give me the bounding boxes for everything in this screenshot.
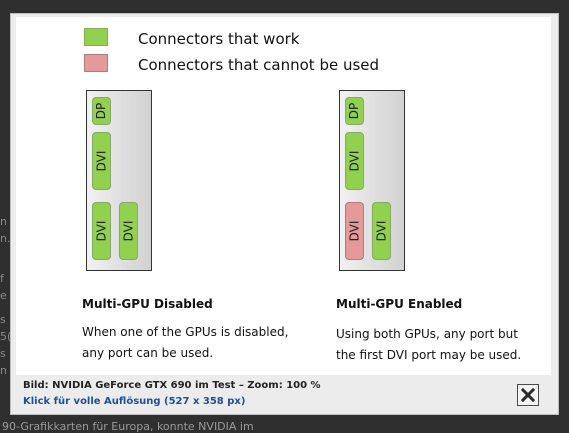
gpu-card-multi-gpu-disabled: DP DVI DVI DVI — [86, 90, 152, 271]
bg-letter: n — [0, 215, 7, 228]
bg-letter: 5( — [0, 330, 12, 343]
port-dp: DP — [92, 97, 111, 125]
port-dvi-3: DVI — [119, 202, 138, 260]
bg-letter: s — [0, 347, 6, 360]
bg-letter: n. — [0, 232, 11, 245]
port-label: DVI — [347, 220, 362, 242]
legend-swatch-not-usable — [84, 54, 108, 72]
panel-text-disabled: When one of the GPUs is disabled, any po… — [82, 322, 288, 364]
legend-label-not-usable: Connectors that cannot be used — [138, 56, 380, 74]
panel-title-disabled: Multi-GPU Disabled — [82, 297, 213, 311]
panel-title-enabled: Multi-GPU Enabled — [336, 297, 463, 311]
legend-label-working: Connectors that work — [138, 30, 300, 48]
panel-text-enabled: Using both GPUs, any port but the first … — [336, 324, 521, 366]
image-caption: Bild: NVIDIA GeForce GTX 690 im Test – Z… — [23, 380, 321, 391]
close-button[interactable] — [517, 384, 539, 406]
port-label: DVI — [94, 150, 109, 172]
port-dvi-2: DVI — [92, 202, 111, 260]
port-dvi-3: DVI — [372, 202, 391, 260]
lightbox-image: Connectors that work Connectors that can… — [16, 17, 551, 375]
legend-swatch-working — [84, 28, 108, 46]
port-dvi-1: DVI — [345, 132, 364, 190]
port-label: DP — [94, 102, 109, 120]
gpu-card-multi-gpu-enabled: DP DVI DVI DVI — [339, 90, 405, 271]
image-lightbox: Connectors that work Connectors that can… — [10, 13, 559, 415]
bg-letter: n — [0, 364, 7, 377]
port-label: DVI — [94, 220, 109, 242]
port-label: DVI — [121, 220, 136, 242]
panel-text-line: Using both GPUs, any port but — [336, 327, 518, 341]
port-dvi-1: DVI — [92, 132, 111, 190]
port-label: DVI — [374, 220, 389, 242]
bg-letter: f — [0, 272, 4, 285]
port-dvi-2-unusable: DVI — [345, 202, 364, 260]
port-label: DP — [347, 102, 362, 120]
panel-text-line: any port can be used. — [82, 346, 214, 360]
bg-article-text: 90-Grafikkarten für Europa, konnte NVIDI… — [2, 420, 254, 433]
port-dp: DP — [345, 97, 364, 125]
close-icon — [521, 388, 535, 402]
panel-text-line: When one of the GPUs is disabled, — [82, 325, 289, 339]
panel-text-line: the first DVI port may be used. — [336, 348, 522, 362]
bg-letter: s — [0, 313, 6, 326]
port-label: DVI — [347, 150, 362, 172]
bg-letter: e — [0, 289, 7, 302]
full-resolution-link[interactable]: Klick für volle Auflösung (527 x 358 px) — [23, 396, 246, 407]
